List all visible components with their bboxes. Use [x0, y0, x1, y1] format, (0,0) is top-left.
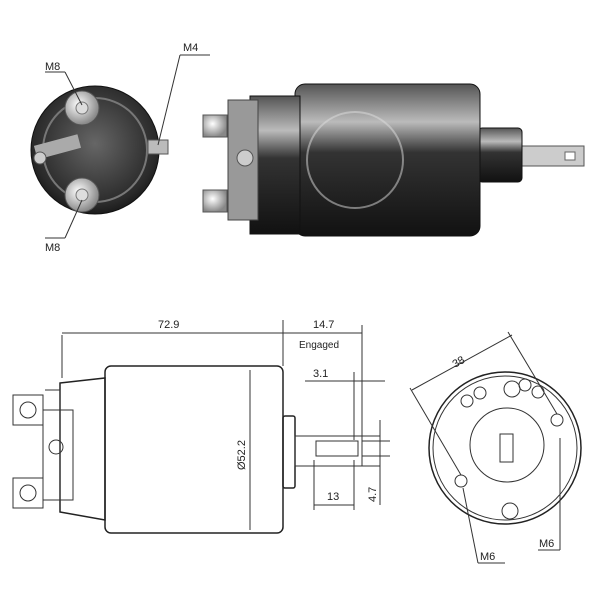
dim-stroke: 3.1 — [313, 368, 328, 380]
label-m6-right: M6 — [539, 538, 554, 550]
end-view-drawing: 38 M6 M6 — [409, 331, 582, 564]
m6-hole-right — [550, 413, 564, 427]
label-m8-top: M8 — [45, 61, 60, 73]
m4-terminal — [147, 139, 169, 155]
dim-slot-width: 4.7 — [367, 487, 379, 502]
side-view-drawing: 72.9 14.7 Engaged 3.1 Ø52.2 13 4.7 — [12, 319, 390, 534]
photo-side-view — [202, 83, 585, 237]
watermark-logo — [306, 111, 404, 209]
label-m8-bottom: M8 — [45, 242, 60, 254]
label-m4: M4 — [183, 42, 198, 54]
m6-hole-left — [454, 474, 468, 488]
label-m6-left: M6 — [480, 551, 495, 563]
dim-travel-note: Engaged — [299, 340, 339, 351]
dim-shaft-length: 13 — [327, 491, 339, 503]
photo-end-view: M8 M4 M8 — [30, 42, 210, 254]
dim-hole-spacing: 38 — [451, 354, 468, 371]
dim-diameter: Ø52.2 — [236, 440, 248, 470]
dim-travel: 14.7 — [313, 319, 334, 331]
dim-length: 72.9 — [158, 319, 179, 331]
